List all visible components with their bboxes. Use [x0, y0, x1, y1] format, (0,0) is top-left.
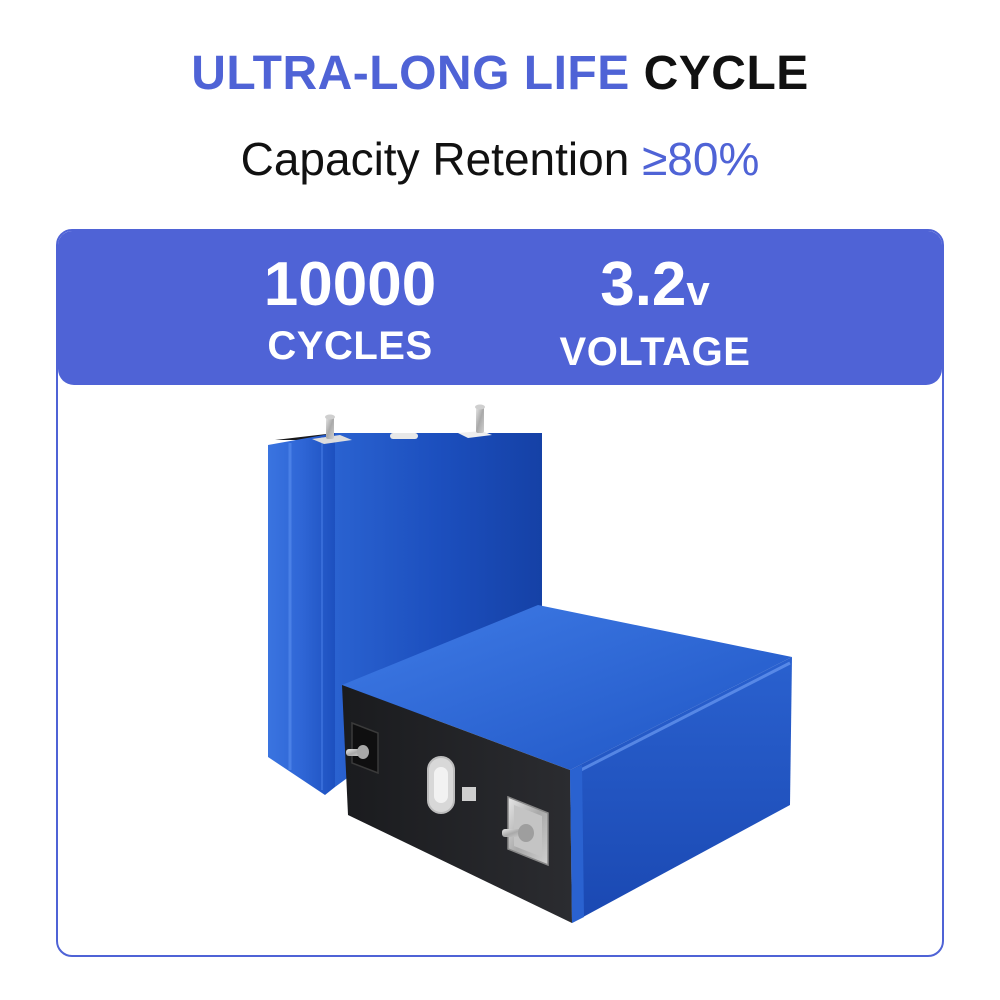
- stat-voltage-unit: v: [686, 267, 710, 314]
- flat-cell-terminal-left: [346, 721, 379, 775]
- tall-cell-vent: [390, 433, 418, 439]
- flat-cell-vent: [427, 756, 455, 814]
- flat-cell-end-edge: [570, 765, 584, 923]
- stat-cycles-label: CYCLES: [267, 324, 433, 368]
- tall-cell-terminal-left: [312, 414, 352, 444]
- stat-cycles-value: 10000: [263, 250, 437, 319]
- stat-voltage-number: 3.2: [600, 250, 687, 319]
- headline: ULTRA-LONG LIFE CYCLE: [0, 38, 1000, 110]
- spec-band: 10000 CYCLES 3.2v VOLTAGE: [58, 231, 942, 385]
- stat-cycles: 10000 CYCLES: [240, 249, 460, 371]
- tall-cell-terminal-right: [458, 404, 492, 438]
- subheadline-value: ≥80%: [642, 133, 760, 185]
- flat-cell-top: [342, 605, 792, 770]
- subheadline-text: Capacity Retention: [240, 133, 630, 185]
- flat-cell-terminal-right: [502, 795, 549, 867]
- stat-voltage-value: 3.2v: [536, 249, 774, 327]
- flat-cell-edge-highlight: [574, 661, 791, 775]
- headline-accent: ULTRA-LONG LIFE: [191, 47, 630, 100]
- headline-dark: CYCLE: [643, 47, 809, 100]
- stat-voltage-label: VOLTAGE: [559, 330, 751, 374]
- flat-cell-qr-code: [462, 787, 476, 801]
- tall-cell-side: [268, 433, 335, 795]
- lifepo4-prismatic-cell-icon: [268, 404, 792, 923]
- subheadline: Capacity Retention ≥80%: [0, 126, 1000, 192]
- flat-cell-end: [342, 685, 572, 923]
- flat-cell: [342, 605, 792, 923]
- stat-voltage: 3.2v VOLTAGE: [536, 249, 774, 377]
- flat-cell-side: [570, 657, 792, 923]
